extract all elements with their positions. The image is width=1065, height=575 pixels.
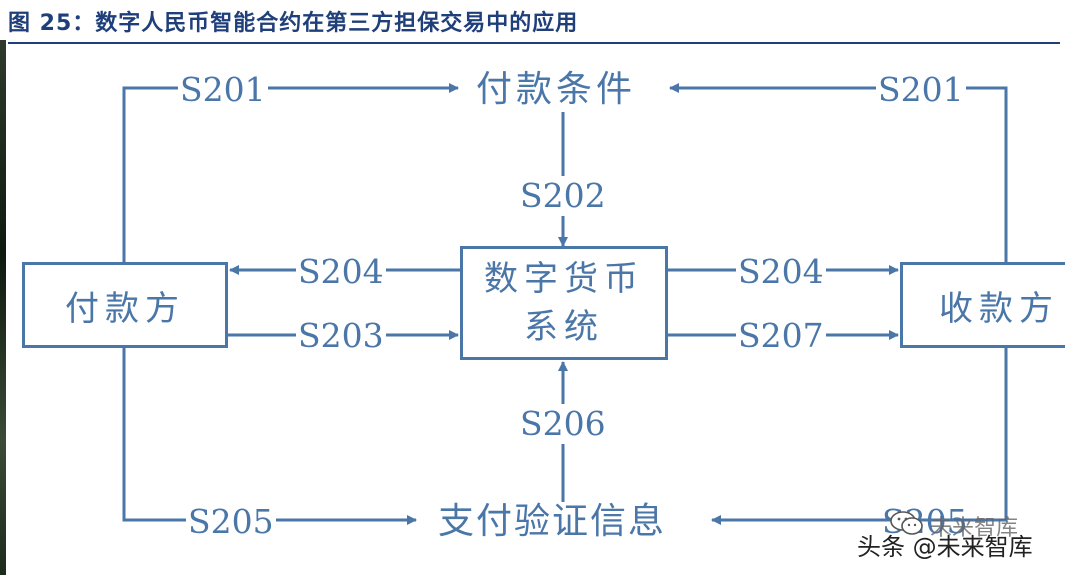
node-system-line1: 数字货币 bbox=[484, 259, 644, 299]
step-s206: S206 bbox=[518, 404, 608, 444]
step-s204-right: S204 bbox=[736, 252, 826, 292]
node-payer-label: 付款方 bbox=[65, 288, 185, 329]
node-system-line2: 系统 bbox=[524, 307, 604, 347]
node-payment-verification-info: 支付验证信息 bbox=[436, 501, 669, 542]
node-digital-currency-system: 数字货币 系统 bbox=[460, 246, 668, 360]
node-payer: 付款方 bbox=[22, 262, 228, 348]
step-s204-left: S204 bbox=[296, 252, 386, 292]
node-payment-conditions: 付款条件 bbox=[474, 69, 639, 110]
step-s207: S207 bbox=[736, 316, 826, 356]
arrow-s201-right bbox=[669, 83, 1008, 262]
figure-caption: 图 25：数字人民币智能合约在第三方担保交易中的应用 bbox=[8, 6, 1060, 44]
step-s203: S203 bbox=[296, 316, 386, 356]
watermark-text: 头条 @未来智库 bbox=[857, 533, 1033, 561]
arrow-s205-left bbox=[122, 348, 417, 525]
step-s202: S202 bbox=[518, 176, 608, 216]
arrow-s201-left bbox=[122, 83, 459, 262]
node-payee: 收款方 bbox=[900, 262, 1065, 348]
wechat-icon bbox=[890, 511, 923, 535]
node-payee-label: 收款方 bbox=[939, 288, 1059, 329]
left-edge-strip bbox=[0, 40, 6, 575]
arrow-s205-right bbox=[711, 348, 1008, 525]
step-s201-left: S201 bbox=[178, 70, 268, 110]
watermark-back-text: 未来智库 bbox=[930, 516, 1019, 541]
step-s205-left: S205 bbox=[186, 502, 276, 542]
step-s201-right: S201 bbox=[876, 70, 966, 110]
